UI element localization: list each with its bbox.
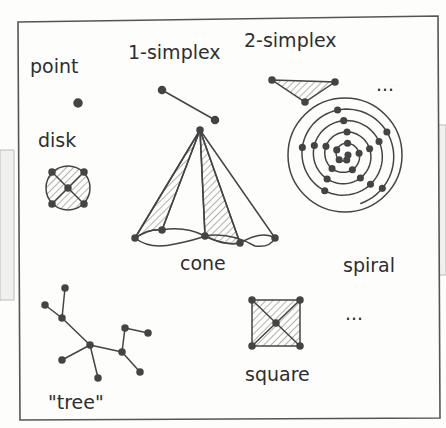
tree-figure: [42, 285, 151, 381]
spiral-vertex: [344, 157, 350, 163]
spiral-vertex: [300, 145, 306, 151]
spiral-vertex: [323, 144, 329, 150]
spiral-vertex: [312, 143, 318, 149]
label-text: 1-simplex: [128, 42, 221, 63]
ellipsis-text: ...: [345, 303, 363, 324]
spiral-boundary: [288, 98, 402, 212]
spiral-vertex: [324, 176, 330, 182]
ellipsis-text: ...: [376, 74, 394, 95]
spiral-vertex: [335, 107, 341, 113]
spiral-vertex: [384, 129, 390, 135]
label-text: point: [30, 56, 78, 77]
label-text: "tree": [48, 392, 104, 413]
spiral-vertex: [341, 118, 347, 124]
spiral-curve: [302, 109, 394, 203]
label-text: square: [245, 364, 310, 385]
spiral-vertex: [329, 166, 335, 172]
spiral-vertex: [368, 181, 374, 187]
spiral-figure: [300, 107, 394, 203]
spiral-vertex: [350, 167, 356, 173]
spiral-vertex: [322, 188, 328, 194]
spiral-vertex: [376, 139, 382, 145]
spiral-vertex: [356, 150, 362, 156]
square-figure: [249, 297, 303, 349]
label-text: cone: [180, 253, 226, 274]
spiral-vertex: [336, 157, 342, 163]
frame: [18, 16, 440, 420]
spiral-vertex: [344, 129, 350, 135]
spiral-vertex: [334, 147, 340, 153]
point-dot: [74, 99, 82, 107]
paper-edge: [0, 150, 14, 300]
spiral-vertex: [345, 141, 351, 147]
one-simplex: [159, 87, 219, 124]
spiral-vertex: [358, 175, 364, 181]
disk-figure: [46, 166, 90, 210]
cone-figure: [132, 127, 278, 246]
label-text: 2-simplex: [244, 30, 337, 51]
spiral-vertex: [367, 146, 373, 152]
label-text: spiral: [343, 255, 395, 276]
spiral-vertex: [380, 186, 386, 192]
label-text: disk: [38, 130, 76, 151]
